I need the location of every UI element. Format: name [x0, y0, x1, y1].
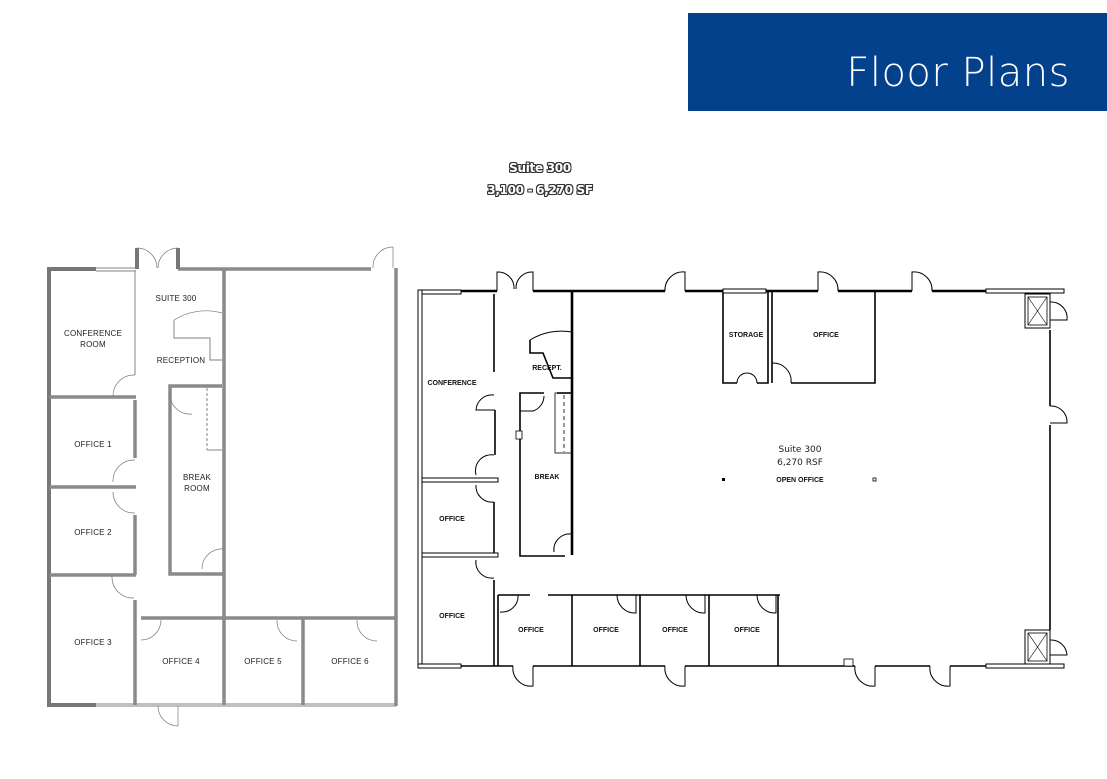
- suite-name-label: Suite 300: [778, 445, 821, 455]
- room-label-storage: STORAGE: [729, 332, 764, 339]
- room-label-conference-line1: CONFERENCE: [64, 329, 122, 338]
- room-label-suite: SUITE 300: [156, 294, 197, 303]
- room-label-open-office: OPEN OFFICE: [776, 477, 824, 484]
- room-label-office-bottom-1: OFFICE: [518, 627, 544, 634]
- room-label-reception: RECEPT.: [532, 365, 562, 372]
- title-banner: Floor Plans: [688, 13, 1107, 111]
- room-label-office-1: OFFICE 1: [74, 440, 112, 449]
- room-label-office-bottom-3: OFFICE: [662, 627, 688, 634]
- page-title: Floor Plans: [846, 50, 1070, 96]
- room-label-break-line1: BREAK: [183, 473, 212, 482]
- suite-name: Suite 300: [509, 161, 571, 175]
- room-label-break-line2: ROOM: [184, 484, 210, 493]
- suite-heading: Suite 300 3,100 - 6,270 SF: [440, 157, 640, 201]
- room-label-conference-line2: ROOM: [80, 340, 106, 349]
- room-label-conference: CONFERENCE: [427, 380, 476, 387]
- room-label-reception: RECEPTION: [157, 356, 205, 365]
- room-label-office-left-1: OFFICE: [439, 516, 465, 523]
- room-label-break: BREAK: [535, 474, 560, 481]
- room-label-office-5: OFFICE 5: [244, 657, 282, 666]
- suite-size-range: 3,100 - 6,270 SF: [487, 183, 593, 197]
- floor-plan-option-a: CONFERENCE ROOM SUITE 300 RECEPTION OFFI…: [47, 246, 398, 727]
- room-label-office-bottom-4: OFFICE: [734, 627, 760, 634]
- room-label-office-bottom-2: OFFICE: [593, 627, 619, 634]
- room-label-office-2: OFFICE 2: [74, 528, 112, 537]
- floor-plan-option-b: CONFERENCE RECEPT. BREAK STORAGE OFFICE …: [417, 271, 1068, 687]
- room-label-office-top: OFFICE: [813, 332, 839, 339]
- room-label-office-4: OFFICE 4: [162, 657, 200, 666]
- room-label-office-3: OFFICE 3: [74, 638, 112, 647]
- room-label-office-6: OFFICE 6: [331, 657, 369, 666]
- suite-area-label: 6,270 RSF: [777, 458, 823, 468]
- room-label-office-left-2: OFFICE: [439, 613, 465, 620]
